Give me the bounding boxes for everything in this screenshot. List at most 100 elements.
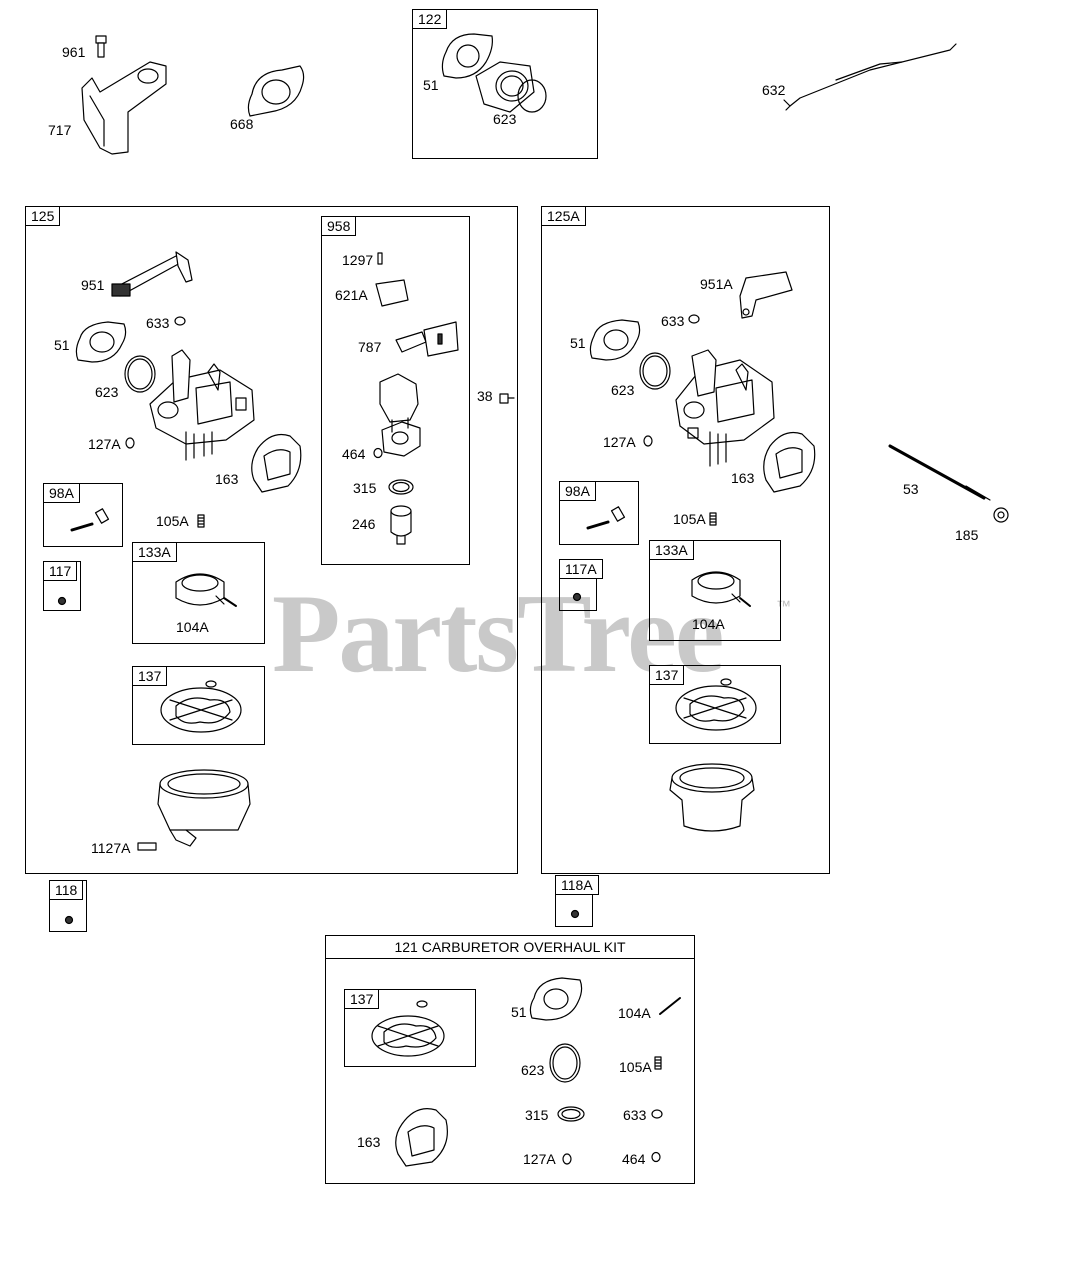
subassembly-tag: 117A (559, 559, 603, 579)
callout-951A: 951A (700, 276, 733, 292)
kit-part-137-diaphragm[interactable] (372, 1001, 444, 1056)
part-51-gasket[interactable] (76, 322, 125, 362)
kit-part-51-gasket[interactable] (530, 978, 581, 1020)
kit-part-464-washer[interactable] (652, 1153, 660, 1162)
callout-621A: 621A (335, 287, 368, 303)
part-fuel-solenoid[interactable] (380, 374, 420, 456)
part-1127A-fitting[interactable] (138, 843, 156, 850)
callout-1297: 1297 (342, 252, 374, 268)
kit-callout-623: 623 (521, 1062, 545, 1078)
part-623-o-ring[interactable] (125, 356, 155, 392)
part-carburetor-body[interactable] (150, 350, 254, 460)
part-133A-float-a[interactable] (692, 572, 750, 606)
kit-121-carburetor-overhaul: 121 CARBURETOR OVERHAUL KIT 137 51 104A … (325, 935, 695, 1184)
assembly-tag: 125A (541, 206, 586, 226)
subassembly-133A: 133A 104A (649, 540, 781, 641)
part-98A-screw-spring-a[interactable] (588, 507, 624, 528)
subassembly-tag: 133A (132, 542, 177, 562)
subassembly-117A: 117A (559, 559, 603, 611)
part-133A-float[interactable] (176, 574, 236, 606)
kit-callout-127A: 127A (523, 1151, 556, 1167)
callout-951: 951 (81, 277, 105, 293)
part-127A-small-ring[interactable] (126, 438, 134, 448)
part-137-diaphragm[interactable] (161, 681, 241, 732)
watermark-trademark: ™ (776, 598, 791, 615)
part-633-small-cap[interactable] (175, 317, 185, 325)
assembly-tag: 118A (555, 875, 599, 895)
kit-callout-633: 633 (623, 1107, 647, 1123)
part-105A-spring[interactable] (198, 515, 204, 527)
assembly-tag: 958 (321, 216, 357, 236)
kit-part-315-o-ring[interactable] (558, 1107, 584, 1121)
part-118A-jet[interactable] (572, 911, 579, 918)
part-315-o-ring[interactable] (389, 480, 413, 494)
callout-163: 163 (731, 470, 755, 486)
assembly-122: 122 51 623 (412, 9, 598, 159)
part-961-bolt[interactable] (96, 36, 106, 57)
part-38-screw[interactable] (500, 394, 514, 403)
part-163-gasket[interactable] (252, 435, 301, 493)
kit-part-623-o-ring[interactable] (550, 1044, 580, 1082)
part-float-bowl-a[interactable] (670, 764, 754, 831)
assembly-118: 118 (49, 880, 87, 932)
part-246-filter[interactable] (391, 506, 411, 544)
callout-127A: 127A (88, 436, 121, 452)
part-623-o-ring-a[interactable] (640, 353, 670, 389)
kit-callout-104A: 104A (618, 1005, 651, 1021)
part-117A-jet[interactable] (574, 594, 581, 601)
assembly-tag: 125 (25, 206, 61, 226)
kit-title: 121 CARBURETOR OVERHAUL KIT (326, 936, 694, 959)
kit-subassembly-137: 137 (344, 989, 476, 1067)
part-117-jet[interactable] (59, 598, 66, 605)
part-98A-screw-spring[interactable] (72, 509, 108, 530)
callout-163: 163 (215, 471, 239, 487)
part-105A-spring-a[interactable] (710, 513, 716, 525)
part-137-diaphragm-a[interactable] (676, 679, 756, 730)
part-633-small-cap-a[interactable] (689, 315, 699, 323)
callout-961: 961 (62, 44, 86, 60)
part-717-bracket[interactable] (82, 62, 166, 154)
part-float-bowl[interactable] (158, 770, 250, 846)
part-53-shaft[interactable] (890, 446, 990, 500)
part-787-solenoid-lever[interactable] (396, 322, 458, 356)
callout-632: 632 (762, 82, 786, 98)
part-951A-lever[interactable] (740, 272, 792, 318)
kit-part-127A-ring[interactable] (563, 1154, 571, 1164)
callout-104A: 104A (692, 616, 725, 632)
part-464-washer[interactable] (374, 449, 382, 458)
kit-part-633-cap[interactable] (652, 1110, 662, 1118)
callout-464: 464 (342, 446, 366, 462)
assembly-125: 125 951 633 51 623 127A 163 105A 1127A 9… (25, 206, 518, 874)
callout-315: 315 (353, 480, 377, 496)
callout-185: 185 (955, 527, 979, 543)
callout-51: 51 (570, 335, 586, 351)
callout-105A: 105A (156, 513, 189, 529)
kit-part-105A-spring[interactable] (655, 1057, 661, 1069)
callout-668: 668 (230, 116, 254, 132)
part-118-jet[interactable] (66, 917, 73, 924)
callout-717: 717 (48, 122, 72, 138)
subassembly-98A: 98A (43, 483, 123, 547)
part-632-governor-link[interactable] (784, 44, 956, 110)
part-1297-screw[interactable] (378, 253, 382, 264)
part-127A-small-ring-a[interactable] (644, 436, 652, 446)
part-668-gasket[interactable] (248, 66, 303, 116)
part-51-gasket-a[interactable] (590, 320, 639, 360)
part-carburetor-body-a[interactable] (676, 350, 774, 466)
subassembly-tag: 137 (649, 665, 685, 685)
part-122-intake[interactable] (442, 34, 546, 112)
kit-part-104A-pin[interactable] (660, 998, 680, 1014)
kit-part-163-gasket[interactable] (396, 1109, 448, 1166)
callout-633: 633 (661, 313, 685, 329)
callout-104A: 104A (176, 619, 209, 635)
part-185-nut[interactable] (994, 508, 1008, 522)
subassembly-133A: 133A 104A (132, 542, 265, 644)
part-163-gasket-a[interactable] (764, 433, 815, 493)
part-951-lever[interactable] (112, 252, 192, 296)
assembly-118A: 118A (555, 875, 599, 927)
subassembly-98A: 98A (559, 481, 639, 545)
part-621A-bracket[interactable] (376, 280, 408, 306)
kit-callout-51: 51 (511, 1004, 527, 1020)
callout-623: 623 (611, 382, 635, 398)
